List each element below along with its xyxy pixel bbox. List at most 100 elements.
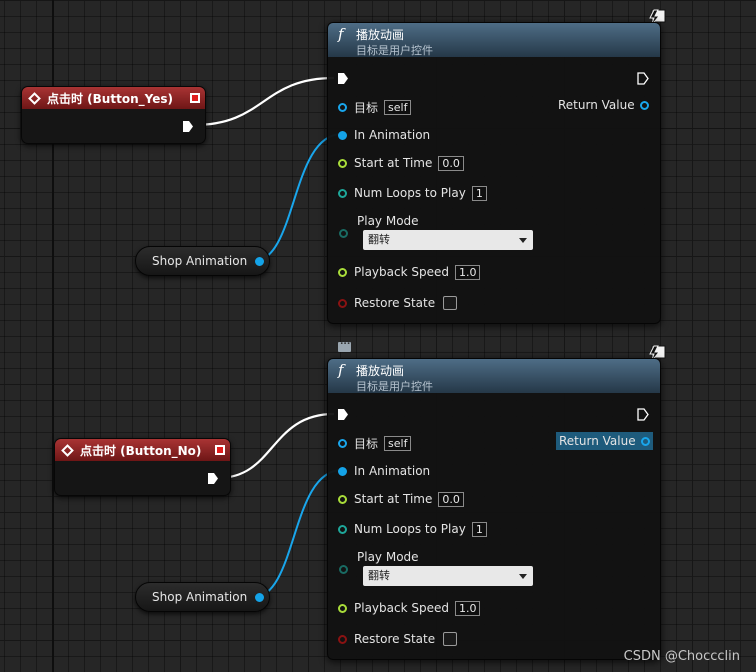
return-value-label: Return Value bbox=[558, 98, 635, 112]
restore-state-row[interactable]: Restore State bbox=[338, 294, 458, 312]
latent-lightning-icon bbox=[649, 9, 666, 27]
play-mode-label: Play Mode bbox=[357, 214, 419, 228]
event-node-title: 点击时 (Button_Yes) bbox=[47, 91, 173, 106]
in-animation-row[interactable]: In Animation bbox=[338, 126, 430, 144]
playback-speed-label: Playback Speed bbox=[354, 265, 449, 279]
target-pin-row[interactable]: 目标 self bbox=[338, 98, 412, 116]
in-animation-label: In Animation bbox=[354, 128, 431, 142]
latent-lightning-icon bbox=[649, 345, 666, 363]
return-value-output[interactable]: Return Value bbox=[558, 96, 649, 114]
num-loops-pin[interactable] bbox=[338, 188, 347, 198]
play-mode-pin[interactable] bbox=[339, 565, 348, 574]
grid-major-vertical-line bbox=[52, 0, 54, 672]
exec-output-pin[interactable] bbox=[637, 72, 649, 85]
play-mode-label-row: Play Mode bbox=[357, 548, 419, 566]
in-animation-pin[interactable] bbox=[338, 130, 347, 140]
comment-bubble-icon[interactable] bbox=[338, 337, 351, 352]
play-mode-value: 翻转 bbox=[368, 233, 390, 246]
num-loops-input[interactable]: 1 bbox=[471, 185, 487, 201]
playback-speed-row[interactable]: Playback Speed 1.0 bbox=[338, 599, 481, 617]
num-loops-input[interactable]: 1 bbox=[471, 521, 487, 537]
target-label: 目标 bbox=[354, 436, 379, 451]
event-diamond-icon bbox=[61, 443, 74, 457]
start-time-row[interactable]: Start at Time 0.0 bbox=[338, 490, 464, 508]
object-output-pin[interactable] bbox=[255, 256, 265, 266]
target-value: self bbox=[384, 435, 412, 451]
return-value-pin[interactable] bbox=[639, 100, 649, 110]
watermark: CSDN @Choccclin bbox=[623, 649, 740, 664]
restore-state-checkbox[interactable] bbox=[443, 296, 458, 310]
return-value-label: Return Value bbox=[559, 434, 636, 448]
object-output-pin[interactable] bbox=[255, 592, 265, 602]
playback-speed-row[interactable]: Playback Speed 1.0 bbox=[338, 263, 481, 281]
event-node-title: 点击时 (Button_No) bbox=[80, 443, 202, 458]
start-time-row[interactable]: Start at Time 0.0 bbox=[338, 154, 464, 172]
num-loops-label: Num Loops to Play bbox=[354, 522, 466, 536]
playback-speed-input[interactable]: 1.0 bbox=[454, 600, 481, 616]
delegate-pin-icon[interactable] bbox=[190, 93, 200, 103]
start-time-label: Start at Time bbox=[354, 156, 433, 170]
restore-state-pin[interactable] bbox=[338, 634, 347, 644]
function-icon: f bbox=[338, 361, 344, 379]
exec-input-pin[interactable] bbox=[337, 408, 349, 421]
shop-animation-variable-node[interactable]: Shop Animation bbox=[135, 246, 270, 276]
play-mode-label: Play Mode bbox=[357, 550, 419, 564]
play-mode-dropdown[interactable]: 翻转 bbox=[363, 230, 533, 250]
function-node-header: f 播放动画 目标是用户控件 bbox=[328, 359, 660, 393]
playback-speed-pin[interactable] bbox=[338, 603, 347, 613]
function-node-header: f 播放动画 目标是用户控件 bbox=[328, 23, 660, 57]
exec-wire-yes bbox=[193, 76, 335, 127]
exec-output-pin[interactable] bbox=[207, 472, 219, 485]
exec-output-pin[interactable] bbox=[637, 408, 649, 421]
playback-speed-pin[interactable] bbox=[338, 267, 347, 277]
chevron-down-icon bbox=[519, 238, 527, 243]
function-subtitle: 目标是用户控件 bbox=[356, 44, 433, 57]
play-mode-value: 翻转 bbox=[368, 569, 390, 582]
in-animation-row[interactable]: In Animation bbox=[338, 462, 430, 480]
exec-input-pin[interactable] bbox=[337, 72, 349, 85]
play-mode-pin[interactable] bbox=[339, 229, 348, 238]
delegate-pin-icon[interactable] bbox=[215, 445, 225, 455]
restore-state-row[interactable]: Restore State bbox=[338, 630, 458, 648]
event-node-button-no[interactable]: 点击时 (Button_No) bbox=[54, 438, 231, 496]
event-node-header: 点击时 (Button_Yes) bbox=[22, 87, 205, 109]
start-time-label: Start at Time bbox=[354, 492, 433, 506]
event-node-header: 点击时 (Button_No) bbox=[55, 439, 230, 461]
play-mode-label-row: Play Mode bbox=[357, 212, 419, 230]
start-time-pin[interactable] bbox=[338, 158, 347, 168]
num-loops-row[interactable]: Num Loops to Play 1 bbox=[338, 520, 487, 538]
event-diamond-icon bbox=[28, 91, 41, 105]
shop-animation-variable-node[interactable]: Shop Animation bbox=[135, 582, 270, 612]
start-time-input[interactable]: 0.0 bbox=[438, 491, 464, 507]
num-loops-row[interactable]: Num Loops to Play 1 bbox=[338, 184, 487, 202]
exec-wire-no bbox=[217, 412, 335, 480]
return-value-output[interactable]: Return Value bbox=[556, 432, 653, 450]
in-animation-label: In Animation bbox=[354, 464, 431, 478]
chevron-down-icon bbox=[519, 574, 527, 579]
start-time-input[interactable]: 0.0 bbox=[438, 155, 464, 171]
play-mode-dropdown[interactable]: 翻转 bbox=[363, 566, 533, 586]
play-animation-node-1[interactable]: f 播放动画 目标是用户控件 目标 self Return Value In A… bbox=[327, 22, 661, 324]
return-value-pin[interactable] bbox=[640, 436, 650, 446]
play-animation-node-2[interactable]: f 播放动画 目标是用户控件 目标 self Return Value In A… bbox=[327, 358, 661, 660]
start-time-pin[interactable] bbox=[338, 494, 347, 504]
target-pin[interactable] bbox=[338, 102, 347, 112]
exec-output-pin[interactable] bbox=[182, 120, 194, 133]
variable-label: Shop Animation bbox=[152, 590, 248, 604]
function-subtitle: 目标是用户控件 bbox=[356, 380, 433, 393]
num-loops-label: Num Loops to Play bbox=[354, 186, 466, 200]
restore-state-label: Restore State bbox=[354, 632, 436, 646]
event-node-button-yes[interactable]: 点击时 (Button_Yes) bbox=[21, 86, 206, 144]
variable-label: Shop Animation bbox=[152, 254, 248, 268]
in-animation-pin[interactable] bbox=[338, 466, 347, 476]
target-label: 目标 bbox=[354, 100, 379, 115]
restore-state-checkbox[interactable] bbox=[443, 632, 458, 646]
function-title: 播放动画 bbox=[356, 28, 405, 42]
function-icon: f bbox=[338, 25, 344, 43]
restore-state-pin[interactable] bbox=[338, 298, 347, 308]
playback-speed-label: Playback Speed bbox=[354, 601, 449, 615]
num-loops-pin[interactable] bbox=[338, 524, 347, 534]
playback-speed-input[interactable]: 1.0 bbox=[454, 264, 481, 280]
target-pin[interactable] bbox=[338, 438, 347, 448]
target-pin-row[interactable]: 目标 self bbox=[338, 434, 412, 452]
